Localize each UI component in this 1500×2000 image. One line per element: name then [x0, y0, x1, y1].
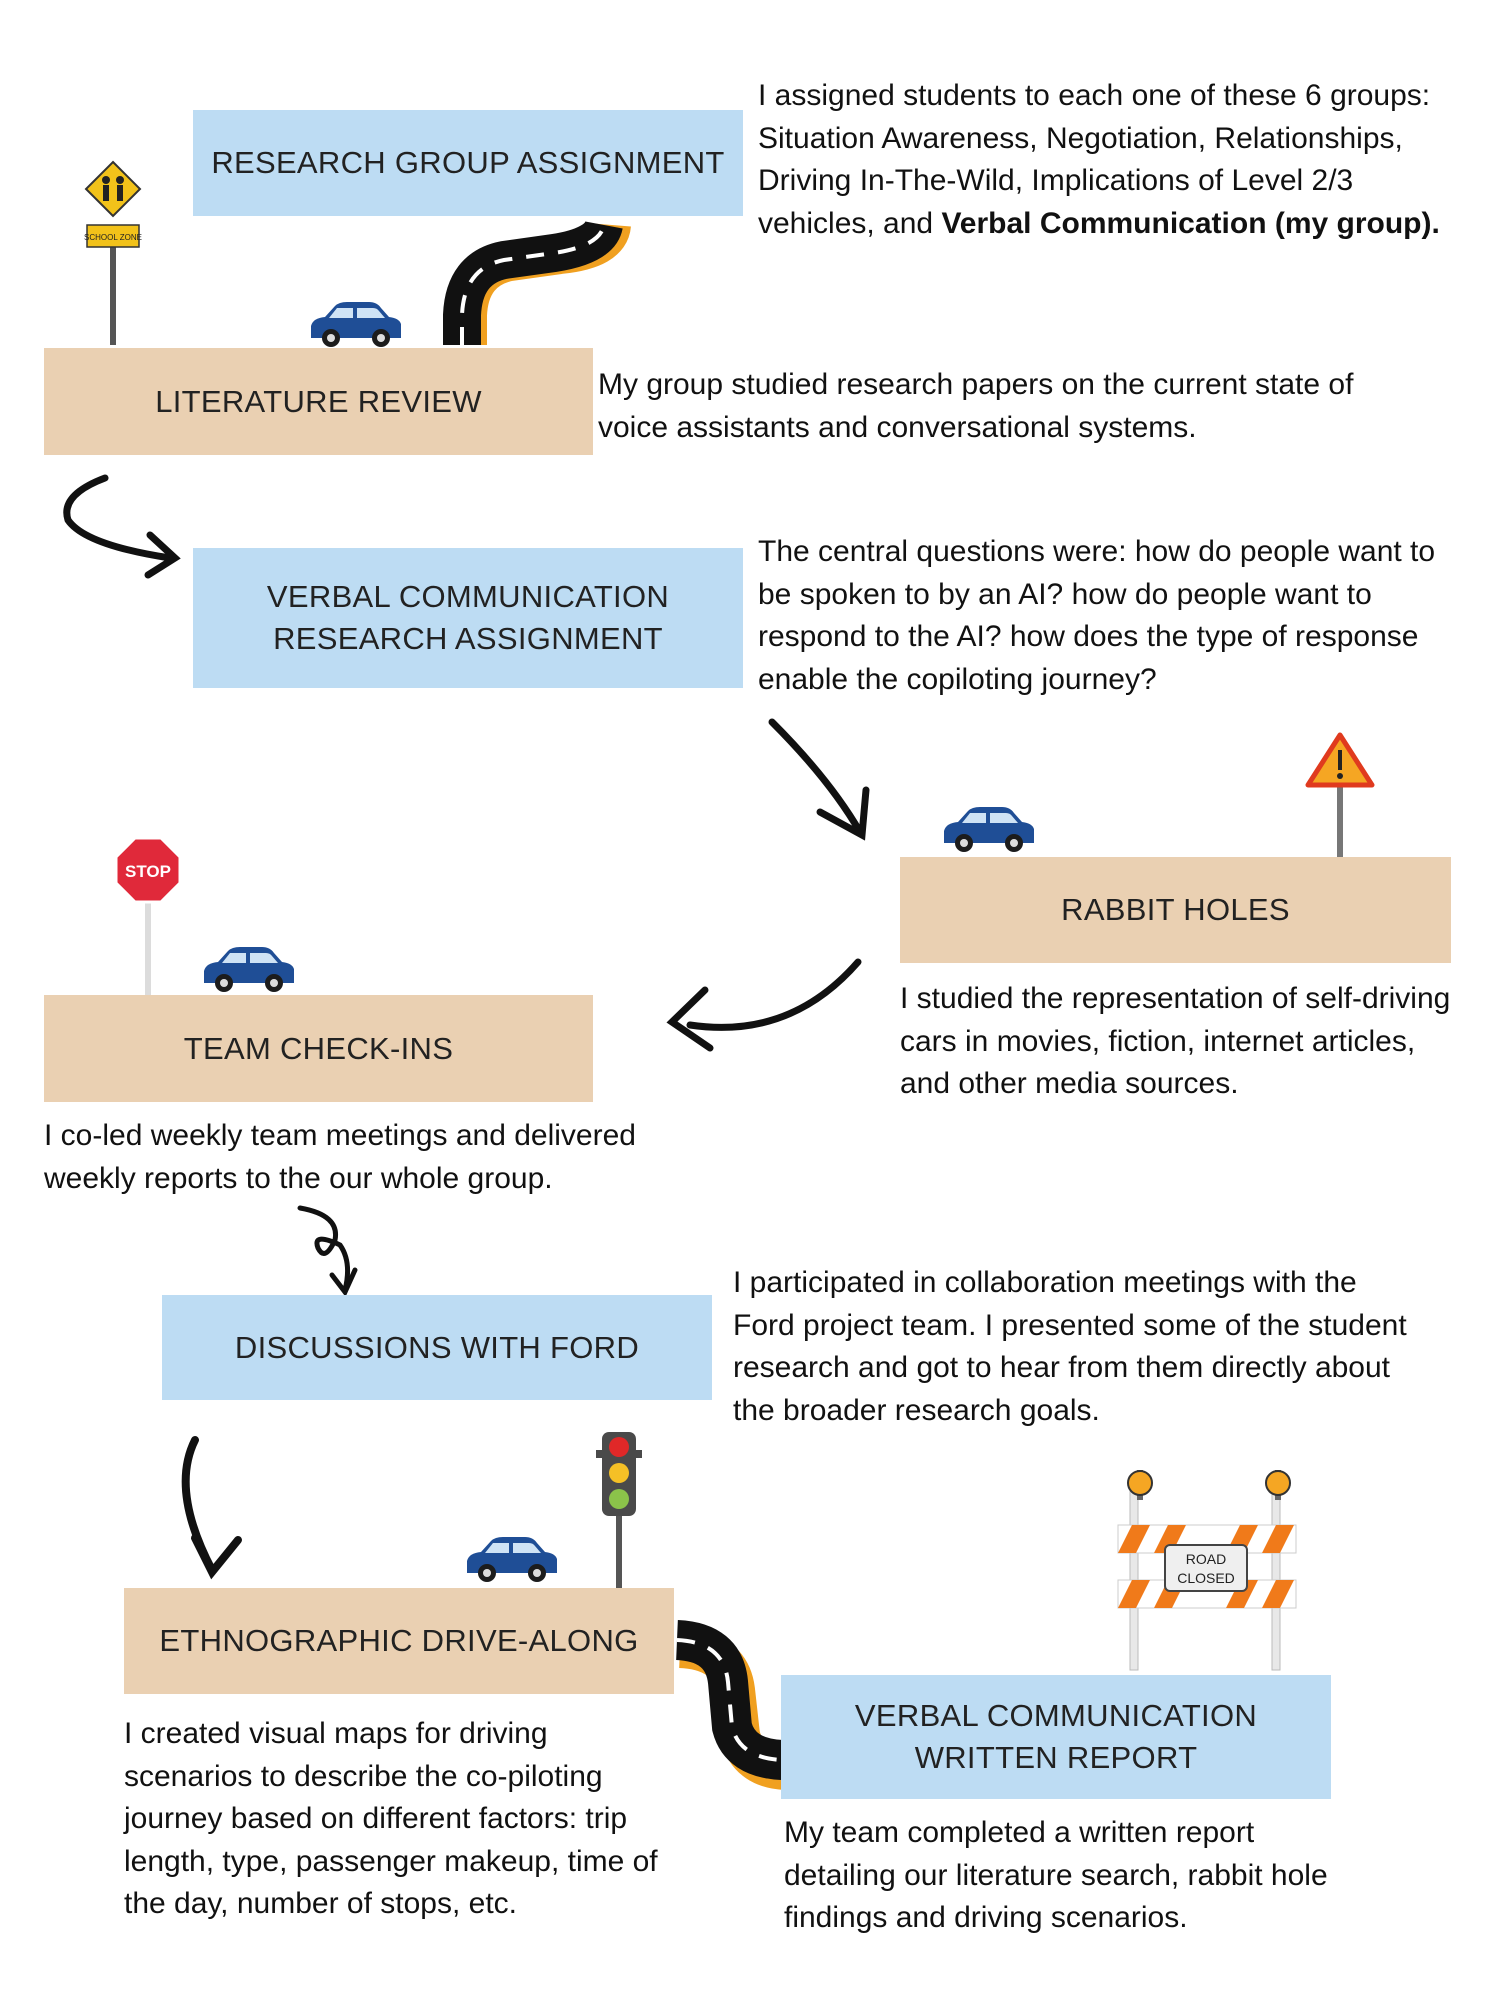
description-text: I participated in collaboration meetings… — [733, 1266, 1407, 1427]
closed-text: CLOSED — [1177, 1570, 1235, 1586]
car-icon — [311, 302, 401, 347]
school-zone-text: SCHOOL ZONE — [84, 233, 142, 242]
description-text: I created visual maps for driving scenar… — [124, 1717, 658, 1920]
traffic-light-icon — [596, 1432, 642, 1590]
step-label: VERBAL COMMUNICATION RESEARCH ASSIGNMENT — [266, 579, 670, 656]
verbal-communication-research-assignment-description: The central questions were: how do peopl… — [758, 531, 1458, 701]
step-label: ETHNOGRAPHIC DRIVE-ALONG — [159, 1623, 639, 1658]
stop-sign-icon: STOP — [114, 836, 182, 995]
warning-sign-icon — [1305, 732, 1375, 858]
stop-text: STOP — [125, 862, 171, 881]
description-text: The central questions were: how do peopl… — [758, 535, 1436, 696]
verbal-communication-written-report-box: VERBAL COMMUNICATION WRITTEN REPORT — [781, 1675, 1331, 1799]
curvy-road-icon — [675, 1620, 788, 1790]
verbal-communication-research-assignment-box: VERBAL COMMUNICATION RESEARCH ASSIGNMENT — [193, 548, 743, 688]
research-group-assignment-description: I assigned students to each one of these… — [758, 75, 1458, 245]
arrow-ford-to-drive — [181, 1436, 242, 1580]
verbal-communication-written-report-description: My team completed a written report detai… — [784, 1812, 1364, 1940]
description-bold-text: Verbal Communication (my group). — [941, 206, 1440, 240]
rabbit-holes-description: I studied the representation of self-dri… — [900, 978, 1465, 1106]
arrow-rabbit-to-checkins — [666, 958, 862, 1052]
literature-review-box: LITERATURE REVIEW — [44, 348, 593, 455]
research-group-assignment-box: RESEARCH GROUP ASSIGNMENT — [193, 110, 743, 216]
curvy-road-icon — [443, 219, 631, 345]
car-icon — [467, 1537, 557, 1582]
road-closed-barrier-icon: ROAD CLOSED — [1117, 1470, 1297, 1671]
arrow-checkins-to-ford — [297, 1205, 358, 1297]
step-label: TEAM CHECK-INS — [183, 1030, 454, 1066]
description-text: I studied the representation of self-dri… — [900, 982, 1451, 1100]
ethnographic-drive-along-description: I created visual maps for driving scenar… — [124, 1713, 684, 1926]
literature-review-description: My group studied research papers on the … — [598, 364, 1428, 449]
step-label: RABBIT HOLES — [1061, 892, 1290, 927]
description-text: I co-led weekly team meetings and delive… — [44, 1119, 636, 1195]
step-label: DISCUSSIONS WITH FORD — [234, 1329, 640, 1365]
discussions-with-ford-description: I participated in collaboration meetings… — [733, 1262, 1413, 1432]
step-label: VERBAL COMMUNICATION WRITTEN REPORT — [854, 1698, 1258, 1775]
car-icon — [944, 807, 1034, 852]
rabbit-holes-box: RABBIT HOLES — [900, 857, 1451, 963]
team-check-ins-description: I co-led weekly team meetings and delive… — [44, 1115, 664, 1200]
description-text: My team completed a written report detai… — [784, 1816, 1328, 1934]
step-label: RESEARCH GROUP ASSIGNMENT — [211, 145, 725, 180]
car-icon — [204, 947, 294, 992]
road-text: ROAD — [1186, 1551, 1226, 1567]
arrow-literature-to-verbal — [63, 474, 181, 579]
description-text: I assigned students to each one of these… — [758, 79, 1431, 240]
discussions-with-ford-box: DISCUSSIONS WITH FORD — [162, 1295, 712, 1400]
step-label: LITERATURE REVIEW — [155, 383, 482, 419]
team-check-ins-box: TEAM CHECK-INS — [44, 995, 593, 1102]
arrow-verbal-to-rabbit — [768, 718, 870, 841]
ethnographic-drive-along-box: ETHNOGRAPHIC DRIVE-ALONG — [124, 1588, 674, 1694]
description-text: My group studied research papers on the … — [598, 368, 1354, 444]
school-zone-sign-icon: SCHOOL ZONE — [84, 160, 142, 345]
